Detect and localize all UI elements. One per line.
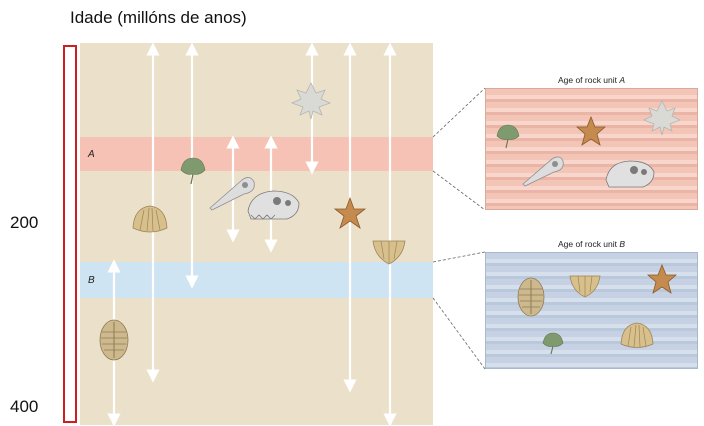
rock-unit-b-band [80, 262, 433, 298]
inset-a-dinosaur-skull-icon [605, 160, 655, 188]
inset-b-caption: Age of rock unit B [485, 239, 698, 249]
inset-b-trilobite-icon [517, 277, 545, 317]
range-arrows [107, 42, 397, 426]
brachiopod-shell-icon [372, 240, 406, 265]
tick-label-200: 200 [10, 213, 39, 232]
axis-title: Idade (millóns de anos) [70, 8, 247, 27]
inset-b-brachiopod-icon [569, 275, 601, 298]
band-a-label: A [88, 149, 95, 160]
inset-a-starfish-icon [575, 115, 607, 146]
bird-skull-icon [209, 177, 255, 211]
strata-panel [80, 43, 433, 425]
age-axis-bar [63, 45, 77, 423]
inset-b-starfish-icon [646, 263, 678, 294]
inset-a-bird-skull-icon [522, 156, 564, 187]
inset-b-scallop-icon [620, 322, 654, 348]
rock-unit-a-band [80, 137, 433, 171]
ginkgo-leaf-icon [180, 157, 206, 185]
inset-a-ginkgo-icon [496, 124, 520, 149]
inset-a-caption: Age of rock unit A [485, 75, 698, 85]
tick-label-400: 400 [10, 397, 39, 416]
starfish-icon [333, 196, 367, 230]
connector-lines [432, 87, 486, 370]
inset-b-ginkgo-icon [542, 332, 564, 355]
inset-b-caption-text: Age of rock unit [557, 239, 620, 249]
inset-a-caption-text: Age of rock unit [557, 75, 620, 85]
inset-a-maple-leaf-icon [643, 100, 681, 136]
maple-leaf-icon [290, 82, 332, 120]
trilobite-icon [99, 319, 129, 361]
dinosaur-skull-icon [247, 190, 300, 220]
band-b-label: B [88, 275, 95, 286]
inset-b-caption-letter: B [619, 239, 626, 249]
inset-a-caption-letter: A [619, 75, 626, 85]
scallop-shell-icon [132, 205, 168, 233]
